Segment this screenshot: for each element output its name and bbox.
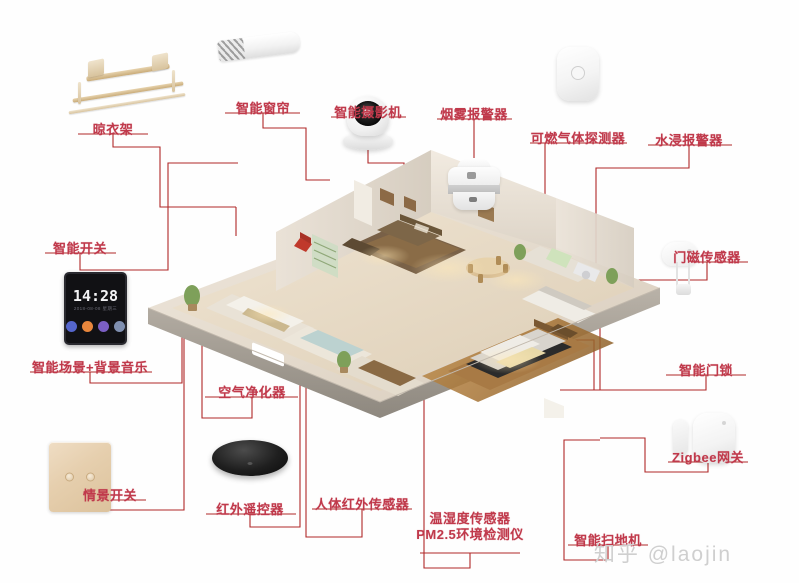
label-smart-curtain: 智能窗帘 <box>235 101 291 116</box>
label-zigbee-gateway: Zigbee网关 <box>672 450 744 465</box>
smart-camera-icon <box>343 96 393 152</box>
label-th-pm25-line1: 温湿度传感器 <box>429 511 511 526</box>
label-air-purifier: 空气净化器 <box>218 385 286 400</box>
drying-rack-icon <box>64 52 194 124</box>
label-scene-music: 智能场景+背景音乐 <box>31 360 149 375</box>
label-th-pm25-line2: PM2.5环境检测仪 <box>416 527 524 542</box>
label-drying-rack: 晾衣架 <box>92 122 134 137</box>
wall-switch-icon <box>49 442 111 512</box>
label-th-pm25: 温湿度传感器 PM2.5环境检测仪 <box>416 511 524 543</box>
gas-detector-icon <box>557 47 599 101</box>
label-robot-vacuum: 智能扫地机 <box>574 533 642 548</box>
label-water-alarm: 水浸报警器 <box>655 133 723 148</box>
ir-remote-icon <box>212 440 288 476</box>
label-gas-detector: 可燃气体探测器 <box>530 131 626 146</box>
scene-panel-time: 14:28 <box>72 287 119 305</box>
smart-curtain-icon <box>217 31 301 62</box>
label-smart-camera: 智能摄影机 <box>334 105 402 120</box>
scene-panel-icon: 14:28 2018-08-08 星期三 <box>64 272 127 345</box>
label-smart-switch: 智能开关 <box>52 241 108 256</box>
label-ir-remote: 红外遥控器 <box>216 502 284 517</box>
water-leak-icon <box>662 242 706 298</box>
label-door-sensor: 门磁传感器 <box>673 250 741 265</box>
label-pir-sensor: 人体红外传感器 <box>314 497 410 512</box>
watermark: 知乎 @laojin <box>593 543 733 566</box>
smoke-alarm-icon <box>445 158 503 214</box>
scene-panel-shortcuts <box>66 321 125 332</box>
label-smoke-alarm: 烟雾报警器 <box>440 107 508 122</box>
isometric-floor-plan <box>148 128 660 418</box>
label-smart-lock: 智能门锁 <box>678 363 734 378</box>
door-sensor-icon <box>673 413 735 463</box>
label-scene-switch: 情景开关 <box>82 488 138 503</box>
scene-panel-date: 2018-08-08 星期三 <box>73 306 118 311</box>
